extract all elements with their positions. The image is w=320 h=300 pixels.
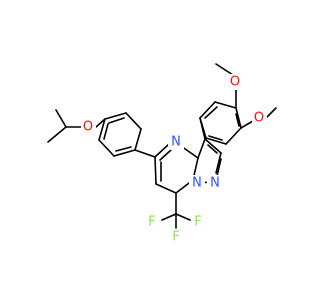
bond	[103, 123, 109, 140]
bond	[113, 149, 136, 157]
bond	[225, 127, 242, 145]
oxygen-atom-label: O	[83, 120, 93, 135]
bond	[240, 120, 254, 129]
fluorine-atom-label: F	[194, 215, 201, 230]
molecule-structure: O N N N F F F O O	[47, 63, 277, 245]
bond	[235, 113, 240, 127]
bond	[95, 118, 106, 128]
bond	[98, 118, 106, 141]
bond	[47, 126, 67, 143]
nitrogen-atom-label: N	[192, 176, 202, 191]
bond	[98, 139, 115, 157]
bond	[199, 101, 216, 119]
bond	[215, 152, 222, 174]
fluorine-atom-label: F	[148, 215, 155, 230]
bond	[205, 137, 227, 145]
bond	[155, 183, 177, 194]
bond	[208, 135, 223, 141]
molecule-diagram: O N N N F F F O O	[47, 63, 277, 245]
bond	[175, 213, 191, 221]
bond	[161, 213, 177, 221]
oxygen-atom-label: O	[230, 75, 240, 90]
bond	[235, 107, 242, 129]
bond	[104, 112, 127, 120]
bond	[199, 117, 207, 139]
fluorine-atom-label: F	[172, 230, 179, 245]
bond	[207, 144, 218, 154]
bond	[154, 143, 170, 158]
bond	[265, 107, 277, 119]
bond	[125, 112, 142, 130]
bond	[204, 106, 218, 119]
bond	[216, 158, 222, 177]
bond	[134, 128, 142, 151]
bond	[214, 101, 237, 109]
bond	[55, 109, 67, 128]
nitrogen-atom-label: N	[210, 176, 220, 191]
bond	[197, 138, 206, 159]
oxygen-atom-label: O	[254, 111, 264, 126]
bond	[134, 149, 156, 158]
bond	[115, 146, 132, 152]
bond	[159, 149, 172, 161]
bond	[154, 156, 157, 185]
bond	[204, 138, 222, 154]
bond	[215, 63, 234, 76]
bond	[108, 117, 125, 124]
nitrogen-atom-label: N	[171, 135, 181, 150]
